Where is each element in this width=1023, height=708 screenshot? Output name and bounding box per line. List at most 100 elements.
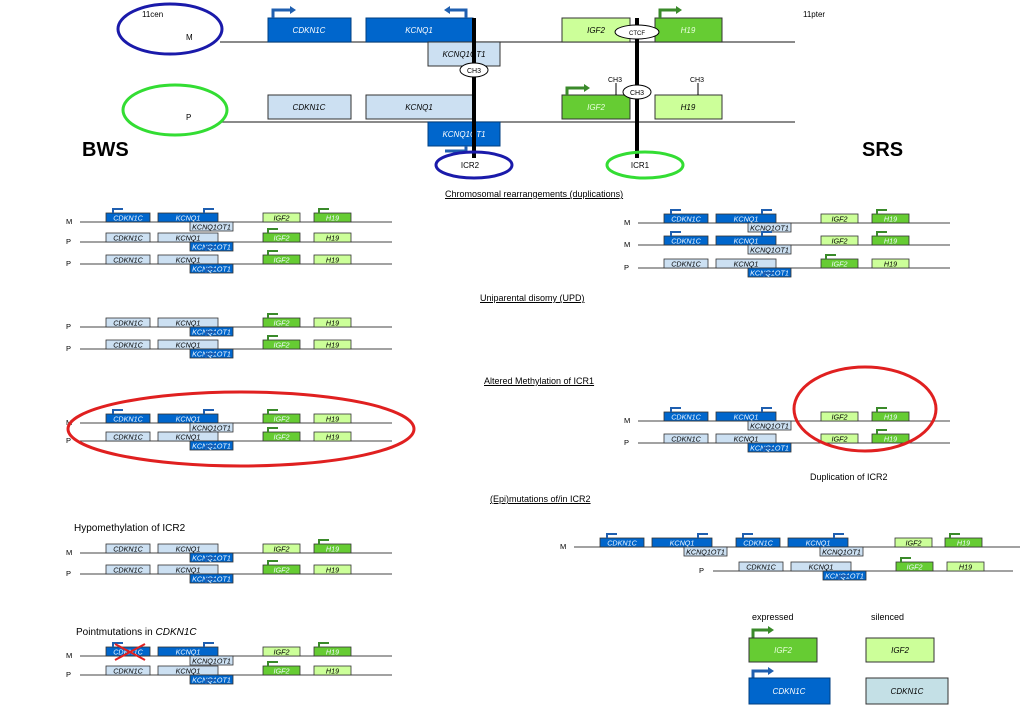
upd-p1-kcnq1ot1-arrow-icon	[205, 331, 216, 336]
top-m-kcnq1-label: KCNQ1	[405, 26, 433, 35]
dupicr2-m-kcnq1ot1-b	[819, 546, 864, 557]
dupicr2-m-kcnq1-arrow-a-icon	[697, 533, 708, 538]
dup-srs-m2-kcnq1ot1-label: KCNQ1OT1	[750, 245, 789, 254]
dup-bws-p1-h19	[313, 232, 352, 243]
dup-bws-m-kcnq1ot1	[189, 221, 234, 232]
top-p-h19	[654, 94, 723, 120]
hypo-m-kcnq1ot1-arrow-icon	[205, 557, 216, 562]
dupicr2-m-kcnq1-b	[787, 537, 849, 548]
top-m-cdkn1c	[267, 17, 352, 43]
top-m-kcnq1ot1	[427, 41, 501, 67]
icr1-srs-m-kcnq1	[715, 411, 777, 422]
dup-bws-p2-h19	[313, 254, 352, 265]
hypo-m-igf2	[262, 543, 301, 554]
dup-srs-m1-cdkn1c	[663, 213, 709, 224]
icr1-bws-m-cdkn1c-label: CDKN1C	[113, 414, 143, 423]
dup-bws-m-letter: M	[66, 217, 72, 226]
dupicr2-m-kcnq1-arrow-b-icon	[833, 533, 844, 538]
pm-p-cdkn1c-label: CDKN1C	[113, 666, 143, 675]
icr1-srs-p-h19-label: H19	[884, 434, 897, 443]
upd-p2-cdkn1c	[105, 339, 151, 350]
dup-bws-p2-igf2-arrow-icon	[267, 250, 278, 255]
dup-srs-p-letter: P	[624, 263, 629, 272]
icr1-bws-p-letter: P	[66, 436, 71, 445]
legend-green-arrow-icon	[751, 628, 768, 638]
icr1-srs-m-cdkn1c	[663, 411, 709, 422]
top-m-igf2	[561, 17, 631, 43]
upd-p1-cdkn1c-label: CDKN1C	[113, 318, 143, 327]
m-h19-arrowhead-icon	[676, 6, 682, 14]
p-igf2-arrow-icon	[565, 86, 584, 95]
dup-bws-m-kcnq1-label: KCNQ1	[176, 213, 201, 222]
dup-srs-m2-igf2	[820, 235, 859, 246]
top-p-cdkn1c-label: CDKN1C	[293, 103, 326, 112]
dup-bws-p1-cdkn1c	[105, 232, 151, 243]
dupicr2-m-letter: M	[560, 542, 566, 551]
dup-bws-p1-kcnq1-label: KCNQ1	[176, 233, 201, 242]
upd-p2-letter: P	[66, 344, 71, 353]
upd-p1-kcnq1	[157, 317, 219, 328]
top-p-kcnq1ot1	[427, 121, 501, 147]
icr1-srs-p-kcnq1ot1-arrow-icon	[763, 447, 774, 452]
dupicr2-m-igf2-label: IGF2	[906, 538, 922, 547]
upd-p1-igf2-label: IGF2	[274, 318, 290, 327]
dup-bws-p1-letter: P	[66, 237, 71, 246]
dup-bws-p1-cdkn1c-label: CDKN1C	[113, 233, 143, 242]
legend-igf2-expressed-label: IGF2	[774, 646, 792, 655]
hypo-p-kcnq1-label: KCNQ1	[176, 565, 201, 574]
dup-srs-m2-letter: M	[624, 240, 630, 249]
pm-p-h19-label: H19	[326, 666, 339, 675]
dup-bws-p1-igf2	[262, 232, 301, 243]
top-m-igf2-label: IGF2	[587, 26, 605, 35]
legend-boxes: IGF2 IGF2 CDKN1C CDKN1C	[748, 626, 949, 705]
upd-p2-h19	[313, 339, 352, 350]
dup-bws-p1-igf2-arrow-icon	[267, 228, 278, 233]
label-pointmutations: Pointmutations in CDKN1C	[76, 627, 197, 638]
dup-srs-m2-h19	[871, 235, 910, 246]
dup-srs-m2-h19-arrow-icon	[876, 231, 887, 236]
ch3-h19-label: CH3	[690, 77, 704, 84]
icr1-bws-p-igf2-label: IGF2	[274, 432, 290, 441]
maternal-label: M	[186, 33, 193, 42]
dup-bws-m-igf2-label: IGF2	[274, 213, 290, 222]
hypo-m-h19-label: H19	[326, 544, 339, 553]
dup-srs-m2-kcnq1ot1	[747, 244, 792, 255]
top-m-kcnq1ot1-label: KCNQ1OT1	[442, 50, 485, 59]
upd-p1-igf2-arrow-icon	[267, 313, 278, 318]
dup-bws-m-igf2	[262, 212, 301, 223]
dup-bws-p2-kcnq1	[157, 254, 219, 265]
upd-p2-igf2-label: IGF2	[274, 340, 290, 349]
dupicr2-p-kcnq1-label: KCNQ1	[809, 562, 834, 571]
m-kcnq1-arrow-icon	[450, 8, 468, 18]
upd-p2-igf2-arrow-icon	[267, 335, 278, 340]
dupicr2-p-cdkn1c-label: CDKN1C	[746, 562, 776, 571]
m-cdkn1c-arrowhead-icon	[290, 6, 296, 14]
p-igf2-arrowhead-icon	[584, 84, 590, 92]
dup-bws-m-kcnq1-arrow-icon	[203, 208, 214, 213]
dup-srs-p-kcnq1	[715, 258, 777, 269]
icr1-bws-p-kcnq1-label: KCNQ1	[176, 432, 201, 441]
ctcf-label: CTCF	[629, 31, 645, 37]
dup-bws-p1-kcnq1	[157, 232, 219, 243]
top-m-h19	[654, 17, 723, 43]
upd-p2-igf2	[262, 339, 301, 350]
dup-bws-m-cdkn1c	[105, 212, 151, 223]
dup-bws-m-kcnq1ot1-label: KCNQ1OT1	[192, 222, 231, 231]
top-schematic: 11cen 11pter M P CDKN1C KCNQ1 KCNQ1OT1 I…	[82, 2, 903, 180]
hypo-p-h19	[313, 564, 352, 575]
dupicr2-p-h19-label: H19	[959, 562, 972, 571]
dup-srs-m1-kcnq1	[715, 213, 777, 224]
icr1-label: ICR1	[631, 161, 650, 170]
dupicr2-m-kcnq1-a-label: KCNQ1	[670, 538, 695, 547]
m-kcnq1-arrowhead-icon	[444, 6, 450, 14]
icr1-bws-m-kcnq1-arrow-icon	[203, 409, 214, 414]
dup-srs-p-cdkn1c	[663, 258, 709, 269]
dupicr2-m-kcnq1ot1-b-label: KCNQ1OT1	[822, 547, 861, 556]
hypo-m-h19	[313, 543, 352, 554]
dupicr2-m-igf2	[894, 537, 933, 548]
pm-m-kcnq1-label: KCNQ1	[176, 647, 201, 656]
dupicr2-m-cdkn1c-b-label: CDKN1C	[743, 538, 773, 547]
pm-m-igf2	[262, 646, 301, 657]
icr1-srs-m-letter: M	[624, 416, 630, 425]
dupicr2-m-cdkn1c-arrow-b-icon	[742, 533, 753, 538]
